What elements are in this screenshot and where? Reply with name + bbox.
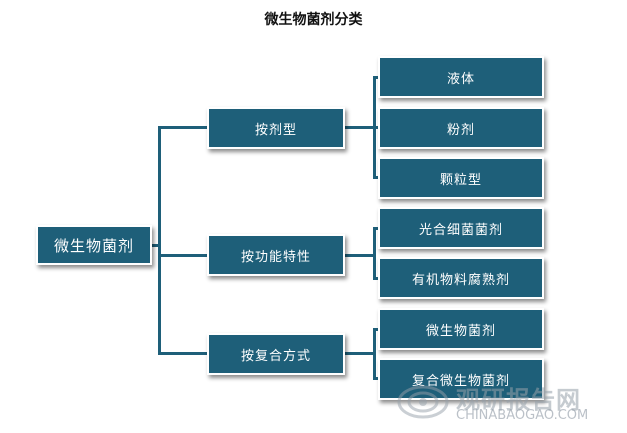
connector	[373, 76, 379, 79]
connector	[158, 254, 208, 257]
leaf-node-organic-decomposer: 有机物料腐熟剂	[378, 257, 544, 299]
connector	[158, 126, 161, 355]
connector	[373, 126, 379, 129]
connector	[158, 352, 208, 355]
category-node-function: 按功能特性	[207, 234, 345, 276]
root-node: 微生物菌剂	[36, 225, 152, 265]
connector	[373, 328, 376, 380]
diagram-title: 微生物菌剂分类	[264, 12, 363, 28]
leaf-node-photosynthetic-bacteria: 光合细菌菌剂	[378, 207, 544, 249]
leaf-node-microbial-agent: 微生物菌剂	[378, 308, 544, 350]
watermark: 观研报告网 CHINABAOGAO.COM	[396, 380, 616, 428]
connector	[344, 352, 376, 355]
connector	[344, 126, 376, 129]
connector	[373, 277, 379, 280]
category-node-compound: 按复合方式	[207, 333, 345, 375]
connector	[150, 244, 160, 247]
connector	[344, 254, 376, 257]
connector	[373, 328, 379, 331]
category-node-dosage-form: 按剂型	[207, 107, 345, 149]
connector	[373, 227, 376, 280]
leaf-node-powder: 粉剂	[378, 107, 544, 149]
watermark-name: 观研报告网	[456, 386, 581, 414]
connector	[158, 126, 208, 129]
watermark-url: CHINABAOGAO.COM	[456, 408, 589, 423]
leaf-node-granule: 颗粒型	[378, 157, 544, 199]
connector	[373, 227, 379, 230]
connector	[373, 377, 379, 380]
connector	[373, 176, 379, 179]
watermark-logo-icon	[397, 385, 449, 419]
leaf-node-liquid: 液体	[378, 56, 544, 98]
